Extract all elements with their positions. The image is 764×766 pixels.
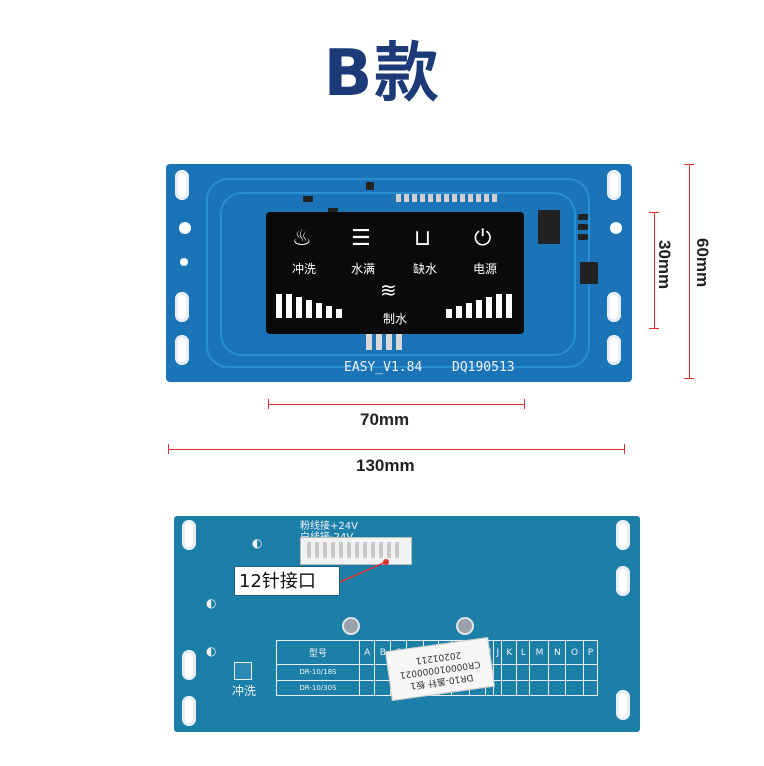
dimension-tick [649,328,659,329]
page-title: B款 [323,37,441,111]
dimension-tick [684,164,694,165]
dimension-tick [624,444,625,454]
table-cell: 型号 [276,639,360,666]
table-cell: P [582,639,599,666]
display-height-line [654,212,655,328]
flush-button [234,662,252,680]
table-cell: K [501,639,518,666]
resistor [328,208,338,214]
table-cell: N [548,639,567,666]
mounting-slot [616,520,630,550]
mounting-hole [179,222,191,234]
level-bar [306,300,312,318]
level-bar [286,294,292,318]
table-cell: O [565,639,584,666]
resistor [303,196,313,202]
table-cell: L [516,639,531,666]
flush-button-label: 冲洗 [232,684,257,698]
mounting-slot [607,292,621,322]
dimension-tick [524,399,525,409]
mounting-slot [182,650,196,680]
table-cell: DR-10/30S [276,679,360,697]
water-making-icon: ≋ [380,278,397,302]
board-version-silkscreen: EASY_V1.84 [344,360,423,375]
table-cell: A [358,639,376,666]
screw [456,617,474,635]
dimension-tick [168,444,169,454]
cup-empty-icon: ⊔ [414,226,432,251]
capacitor-c3: ◐ [206,596,217,610]
resistor [578,214,588,220]
mounting-slot [182,520,196,550]
ic-chip [580,262,598,284]
board-height-line [689,164,690,378]
level-bar [336,309,342,318]
ic-chip [538,210,560,244]
level-bar [496,294,502,318]
board-date-silkscreen: DQ190513 [452,360,515,375]
mounting-slot [175,292,189,322]
dimension-tick [649,212,659,213]
level-bar [326,306,332,318]
board-width-label: 130mm [356,456,415,475]
resistor [578,234,588,240]
mounting-slot [607,335,621,365]
screw [342,617,360,635]
level-bar [446,309,452,318]
level-bar [476,300,482,318]
mounting-slot [616,566,630,596]
capacitor-c1: ◐ [252,536,263,550]
table-cell: J [493,639,503,666]
table-cell: DR-10/18S [276,664,360,681]
water-short-label: 缺水 [413,262,438,276]
board-width-line [168,449,624,450]
12-pin-connector [300,537,412,565]
power-icon: ⏻ [474,226,492,251]
mounting-hole [180,258,188,266]
level-bar [316,303,322,318]
flush-icon: ♨ [292,226,312,251]
wire-note-positive: 粉线接+24V [300,521,358,532]
mounting-slot [175,335,189,365]
flush-label: 冲洗 [292,262,317,276]
mounting-slot [175,170,189,200]
pcb-trace [220,192,576,356]
capacitor-c6: ◐ [206,644,217,658]
dimension-tick [684,378,694,379]
pin-header [396,194,500,202]
level-bar [466,303,472,318]
mounting-slot [616,690,630,720]
mounting-slot [182,696,196,726]
water-full-label: 水满 [351,262,376,276]
level-bar [276,294,282,318]
level-bar [486,297,492,318]
cup-full-icon: ☰ [351,226,371,251]
display-width-label: 70mm [360,410,410,429]
table-cell: M [529,639,550,666]
connector-callout: 12针接口 [234,566,340,596]
level-bar [506,294,512,318]
resistor [366,182,374,190]
mounting-slot [607,170,621,200]
display-width-line [268,404,524,405]
mounting-hole [610,222,622,234]
water-making-label: 制水 [383,312,408,326]
level-bar [296,297,302,318]
level-bar [456,306,462,318]
dimension-tick [268,399,269,409]
power-label: 电源 [473,262,498,276]
display-pins [366,334,402,350]
resistor [578,224,588,230]
